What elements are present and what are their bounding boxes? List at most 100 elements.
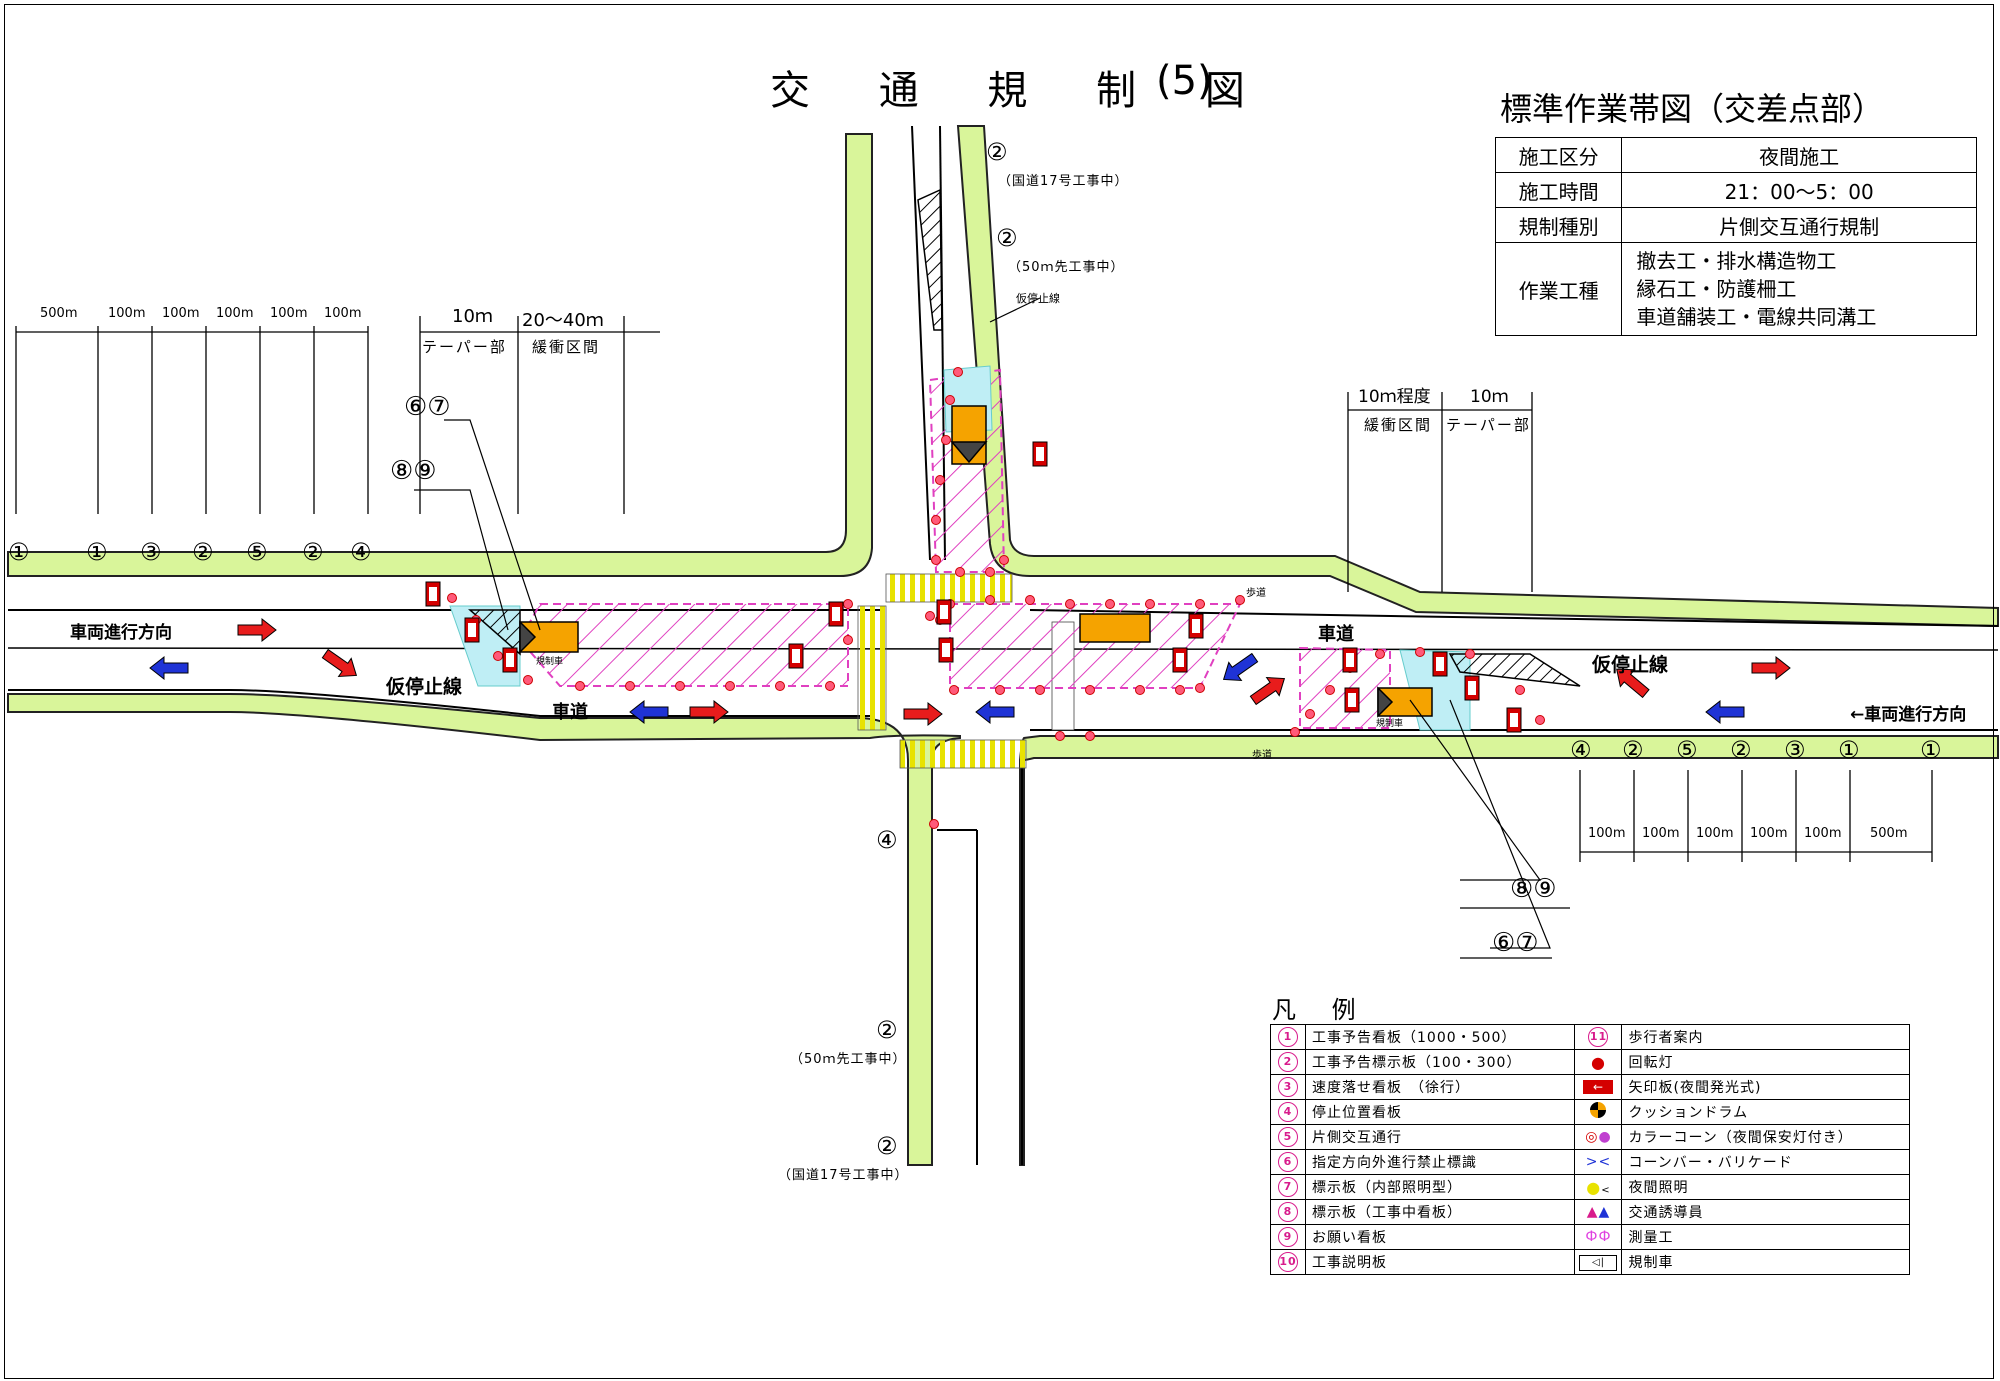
legend-label: 歩行者案内 [1621,1024,1910,1050]
cone [1535,715,1545,725]
temp-stop-label-right: 仮停止線 [1592,654,1669,676]
legend-number-icon: 4 [1270,1099,1306,1125]
sign-number-right: ② [1730,736,1752,764]
cone [1145,599,1155,609]
distance-label-left: 100m [216,306,254,321]
buffer-label-left: 緩衝区間 [532,338,601,356]
distance-label-right: 100m [1804,826,1842,841]
legend-label: 工事予告標示板（100・300） [1304,1049,1576,1075]
arrow-board-icon: ← [1574,1074,1623,1100]
cone [675,681,685,691]
sign-number-right: ② [1622,736,1644,764]
cone [1325,685,1335,695]
legend-label: 片側交互通行 [1304,1124,1576,1150]
color-cone-icon: ◎● [1574,1124,1623,1150]
crosswalks [857,573,1075,769]
cone [493,651,503,661]
legend-label: 回転灯 [1621,1049,1910,1075]
legend-title: 凡 例 [1272,996,1370,1024]
direction-arrow [689,699,729,725]
callout-leader [444,419,541,631]
arrow-board-face [429,587,437,601]
direction-arrow [1705,699,1745,725]
cone [949,685,959,695]
cone [775,681,785,691]
callout-north-2b: ② [996,224,1018,252]
cone [985,567,995,577]
cone [725,681,735,691]
arrow-boards [425,441,1522,733]
legend-number-icon: 10 [1270,1249,1306,1275]
arrow-board-face [1346,653,1354,667]
sign-number-right: ⑤ [1676,736,1698,764]
cone [935,475,945,485]
buffer-length-right: 10ｍ程度 [1358,387,1431,407]
direction-arrow [629,699,669,725]
cone [925,611,935,621]
taper-length-right: 10ｍ [1470,387,1509,407]
cone [1055,731,1065,741]
direction-arrow [975,699,1015,725]
numbered-circle-11: 11 [1574,1024,1623,1050]
legend-number-icon: 6 [1270,1149,1306,1175]
sign-number-right: ④ [1570,736,1592,764]
sign-number-right: ① [1920,736,1942,764]
callout-north-2a-note: （国道17号工事中） [998,174,1129,189]
callout-north-2b-note: （50ｍ先工事中） [1008,260,1125,275]
direction-label-left: 車両進行方向 [70,623,172,643]
cone [1465,649,1475,659]
legend-label: 標示板（工事中看板） [1304,1199,1576,1225]
arrow-board-face [792,649,800,663]
legend-label: 工事説明板 [1304,1249,1576,1275]
distance-label-right: 100m [1642,826,1680,841]
reg-car-label: 規制車 [1376,719,1404,729]
callout-right-67: ⑥⑦ [1492,928,1539,958]
direction-arrow [1249,676,1286,706]
arrow-board-face [1192,619,1200,633]
cushion-drum-icon [1574,1099,1623,1125]
legend-label: 測量工 [1621,1224,1910,1250]
cone [523,675,533,685]
arrow-board-face [940,605,948,619]
legend-label: 停止位置看板 [1304,1099,1576,1125]
direction-label-right: ←車両進行方向 [1850,705,1967,725]
legend-number-icon: 8 [1270,1199,1306,1225]
buffer-label-right: 緩衝区間 [1364,416,1433,434]
arrow-board-face [468,623,476,637]
rotating-light-icon: ● [1574,1049,1623,1075]
cone-bar-icon: >< [1574,1149,1623,1175]
distance-label-right: 100m [1588,826,1626,841]
temp-stop-label-left: 仮停止線 [386,676,463,698]
cone [931,515,941,525]
direction-arrow [321,648,358,678]
info-value: 片側交互通行規制 [1621,207,1977,243]
info-value: 夜間施工 [1621,137,1977,173]
legend-label: 交通誘導員 [1621,1199,1910,1225]
arrow-board-face [1036,447,1044,461]
cone [1195,683,1205,693]
north-median-hatch [917,188,943,331]
arrow-board-face [942,643,950,657]
distance-label-left: 100m [324,306,362,321]
cone [1415,647,1425,657]
sidewalk-label: 歩道 [1246,588,1266,599]
info-label: 施工区分 [1494,137,1623,173]
cone [1105,599,1115,609]
legend-number-icon: 9 [1270,1224,1306,1250]
legend-label: 規制車 [1621,1249,1910,1275]
arrow-board-face [1176,653,1184,667]
cone [843,635,853,645]
distance-label-right: 100m [1750,826,1788,841]
direction-arrows [149,617,1791,727]
distance-label-left: 100m [162,306,200,321]
night-light-icon: ●< [1574,1174,1623,1200]
callout-right-89: ⑧⑨ [1510,874,1557,904]
info-table: 施工区分 夜間施工 施工時間 21：00～5：00 規制種別 片側交互通行規制 … [1494,137,1977,336]
legend-label: クッションドラム [1621,1099,1910,1125]
regulation-vehicle-icon: ◁| [1574,1249,1623,1275]
standard-title: 標準作業帯図（交差点部） [1500,90,1885,128]
sign-number-left: ② [302,538,324,566]
